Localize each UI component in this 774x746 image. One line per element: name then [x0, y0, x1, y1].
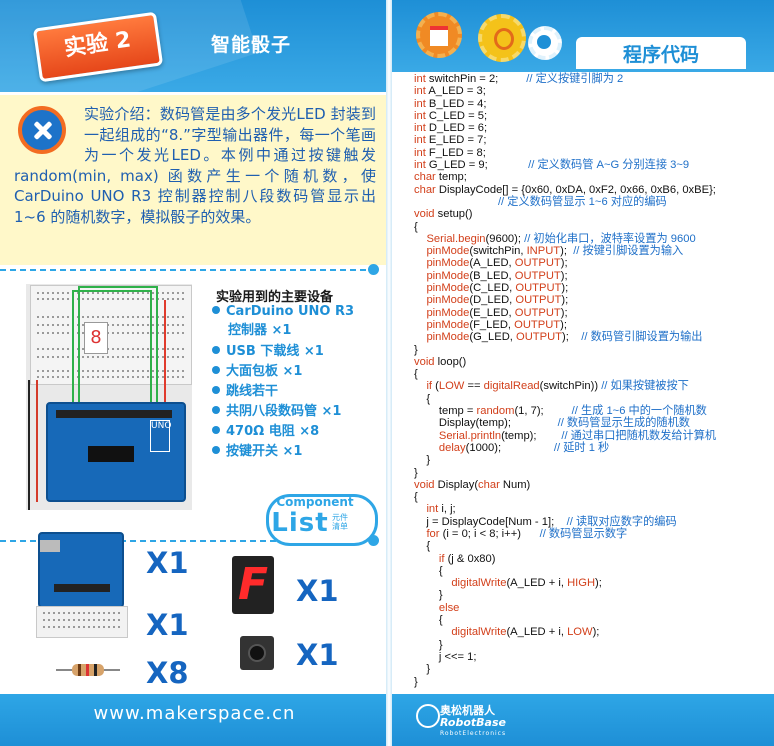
- code-line: }: [414, 675, 418, 688]
- code-line: {: [414, 614, 443, 627]
- component-list-bubble: [266, 494, 378, 546]
- code-line: {: [414, 392, 431, 405]
- equipment-item: CarDuino UNO R3: [212, 302, 354, 321]
- code-line: else: [438, 601, 460, 614]
- code-line: pinMode(F_LED, OUTPUT);: [426, 318, 567, 331]
- left-footer: [0, 694, 389, 746]
- quantity-seven-segment: X1: [296, 574, 339, 608]
- code-line: for (i = 0; i < 8; i++) // 数码管显示数字: [426, 527, 628, 540]
- code-line: // 定义数码管显示 1~6 对应的编码: [497, 195, 667, 208]
- robotbase-logo-icon: [416, 704, 440, 728]
- code-line: void setup(): [414, 208, 473, 221]
- equipment-title: 实验用到的主要设备: [216, 290, 334, 305]
- code-line: }: [414, 454, 431, 467]
- code-line: if (j & 0x80): [438, 552, 496, 565]
- component-list-top: Component: [276, 495, 354, 509]
- code-line: {: [414, 540, 431, 553]
- equipment-item: 大面包板 ×1: [212, 362, 302, 381]
- right-footer: [389, 694, 774, 746]
- code-line: pinMode(C_LED, OUTPUT);: [426, 282, 569, 295]
- seven-segment-image: [232, 556, 274, 614]
- code-line: pinMode(G_LED, OUTPUT); // 数码管引脚设置为输出: [426, 331, 703, 344]
- code-line: {: [414, 491, 418, 504]
- eye-icon: [537, 35, 551, 49]
- code-line: pinMode(D_LED, OUTPUT);: [426, 294, 569, 307]
- code-line: pinMode(switchPin, INPUT); // 按键引脚设置为输入: [426, 245, 684, 258]
- quantity-breadboard: X1: [146, 608, 189, 642]
- code-line: }: [414, 589, 443, 602]
- tools-icon: [18, 106, 66, 154]
- code-line: Serial.println(temp); // 通过串口把随机数发给计算机: [438, 429, 717, 442]
- code-line: {: [414, 220, 418, 233]
- breadboard-component-image: [36, 606, 128, 638]
- code-line: digitalWrite(A_LED + i, HIGH);: [451, 577, 602, 590]
- code-line: int switchPin = 2; // 定义按键引脚为 2: [414, 73, 624, 85]
- code-line: int i, j;: [426, 503, 456, 516]
- website-link[interactable]: www.makerspace.cn: [93, 703, 296, 724]
- code-line: }: [414, 638, 443, 651]
- equipment-item: USB 下载线 ×1: [212, 342, 324, 361]
- breadboard-image: [30, 285, 192, 385]
- code-line: int C_LED = 5;: [414, 109, 488, 122]
- person-icon: [494, 28, 514, 50]
- component-list-main: List: [271, 508, 329, 538]
- code-line: int B_LED = 4;: [414, 97, 487, 110]
- code-line: char DisplayCode[] = {0x60, 0xDA, 0xF2, …: [414, 183, 716, 196]
- code-title-tab: [576, 37, 746, 69]
- code-line: digitalWrite(A_LED + i, LOW);: [451, 626, 600, 639]
- quantity-button: X1: [296, 638, 339, 672]
- divider-bottom: [0, 540, 376, 542]
- code-line: {: [414, 564, 443, 577]
- equipment-item: 共阴八段数码管 ×1: [212, 402, 341, 421]
- equipment-item: 按键开关 ×1: [212, 442, 302, 461]
- code-line: j = DisplayCode[Num - 1]; // 读取对应数字的编码: [414, 515, 677, 528]
- quantity-resistor: X8: [146, 656, 189, 690]
- divider-top: [0, 269, 376, 271]
- code-line: delay(1000); // 延时 1 秒: [438, 441, 610, 454]
- logo-chinese: 奥松机器人: [440, 704, 495, 717]
- equipment-item: 470Ω 电阻 ×8: [212, 422, 319, 441]
- logo-tagline: RobotElectronics: [440, 730, 507, 737]
- code-line: int A_LED = 3;: [414, 85, 486, 98]
- code-line: Display(temp); // 数码管显示生成的随机数: [414, 417, 690, 430]
- code-line: temp = random(1, 7); // 生成 1~6 中的一个随机数: [414, 405, 707, 418]
- quantity-arduino: X1: [146, 546, 189, 580]
- code-line: int E_LED = 7;: [414, 134, 487, 147]
- code-line: }: [414, 466, 418, 479]
- code-line: void Display(char Num): [414, 478, 531, 491]
- code-line: pinMode(A_LED, OUTPUT);: [426, 257, 568, 270]
- intro-paragraph: 实验介绍：数码管是由多个发光LED 封装到一起组成的“8.”字型输出器件，每一个…: [14, 104, 376, 227]
- logo-english: RobotBase: [440, 716, 506, 729]
- code-line: }: [414, 663, 431, 676]
- code-line: int G_LED = 9; // 定义数码管 A~G 分别连接 3~9: [414, 159, 690, 172]
- code-line: pinMode(E_LED, OUTPUT);: [426, 306, 568, 319]
- robot-icon: [430, 26, 448, 46]
- code-line: Serial.begin(9600); // 初始化串口，波特率设置为 9600: [426, 232, 696, 245]
- experiment-title: 智能骰子: [210, 34, 291, 56]
- code-line: j <<= 1;: [414, 650, 477, 663]
- seven-segment-mini: 8: [84, 322, 108, 354]
- equipment-item: 控制器 ×1: [228, 323, 292, 338]
- code-title: 程序代码: [622, 44, 699, 66]
- seven-segment-digit: F: [237, 559, 269, 610]
- intro-text: 实验介绍：数码管是由多个发光LED 封装到一起组成的“8.”字型输出器件，每一个…: [14, 105, 376, 226]
- code-line: int F_LED = 8;: [414, 146, 486, 159]
- divider-dot: [368, 264, 379, 275]
- right-page: [389, 0, 774, 746]
- code-line: void loop(): [414, 355, 467, 368]
- code-line: char temp;: [414, 171, 467, 184]
- component-list-sub: 元件清单: [332, 513, 348, 531]
- page-spine: [386, 0, 392, 746]
- code-line: {: [414, 368, 418, 381]
- code-line: if (LOW == digitalRead(switchPin)) // 如果…: [426, 380, 689, 393]
- equipment-item: 跳线若干: [212, 382, 278, 401]
- code-line: int D_LED = 6;: [414, 122, 488, 135]
- code-line: pinMode(B_LED, OUTPUT);: [426, 269, 568, 282]
- code-line: }: [414, 343, 418, 356]
- divider-dot: [368, 535, 379, 546]
